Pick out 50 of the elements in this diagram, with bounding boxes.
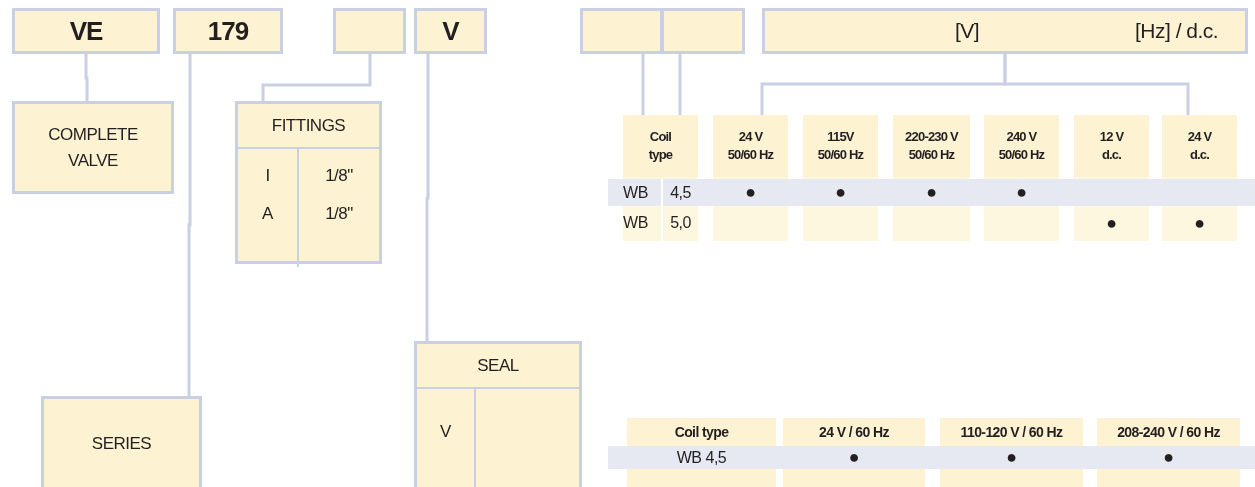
dot-mark: ●	[926, 182, 937, 203]
dot-mark: ●	[1006, 447, 1017, 468]
code-box: VE	[12, 8, 160, 54]
column-header: 24 V 50/60 Hz	[713, 115, 788, 177]
table-cell-text: WB	[623, 183, 648, 202]
dot-mark: ●	[1163, 447, 1174, 468]
column-header: 24 V / 60 Hz	[819, 423, 889, 440]
connector-line	[425, 54, 430, 341]
column-header: 24 V d.c.	[1162, 115, 1237, 177]
empty-code-box	[333, 8, 406, 54]
connector-line	[641, 54, 645, 115]
code-box: 179	[173, 8, 283, 54]
column-header: 12 V d.c.	[1074, 115, 1149, 177]
table-heading: SEAL	[476, 356, 520, 376]
table-cell-text: V	[439, 422, 452, 442]
column-header: 220-230 V 50/60 Hz	[893, 115, 970, 177]
table-cell-text: WB	[623, 214, 648, 232]
table-cell-text: A	[261, 204, 274, 224]
column-header: 115V 50/60 Hz	[803, 115, 878, 177]
connector-line	[187, 54, 192, 396]
connector-line	[84, 54, 89, 101]
description-box: SERIES	[41, 396, 202, 487]
unit-label: [Hz] / d.c.	[1135, 19, 1219, 43]
code-box	[762, 8, 1248, 54]
dot-mark: ●	[1194, 212, 1205, 234]
column-header: 110-120 V / 60 Hz	[960, 423, 1063, 440]
option-table	[414, 341, 582, 487]
dot-mark: ●	[848, 447, 860, 468]
column-header: 208-240 V / 60 Hz	[1117, 423, 1220, 440]
dot-mark: ●	[1016, 182, 1027, 203]
dot-mark: ●	[745, 182, 756, 203]
dot-mark: ●	[835, 182, 846, 203]
code-box: V	[414, 8, 487, 54]
column-header: Coil type	[674, 423, 729, 440]
table-cell-text: I	[264, 166, 271, 186]
connector-line	[1003, 54, 1190, 115]
column-header: 240 V 50/60 Hz	[984, 115, 1059, 177]
table-cell-text: 4,5	[670, 183, 691, 202]
table-cell-text: 1/8"	[324, 166, 354, 186]
table-cell-text: WB 4,5	[676, 448, 727, 467]
connector-line	[678, 54, 682, 115]
unit-label: [V]	[955, 19, 980, 43]
column-header: Coil type	[623, 115, 698, 177]
connector-line	[261, 54, 372, 101]
dot-mark: ●	[1106, 212, 1117, 234]
table-cell-text: 1/8"	[324, 204, 354, 224]
option-table	[235, 101, 382, 264]
description-box: COMPLETE VALVE	[12, 101, 174, 194]
table-cell-text: 5,0	[670, 214, 691, 232]
table-heading: FITTINGS	[270, 116, 347, 136]
